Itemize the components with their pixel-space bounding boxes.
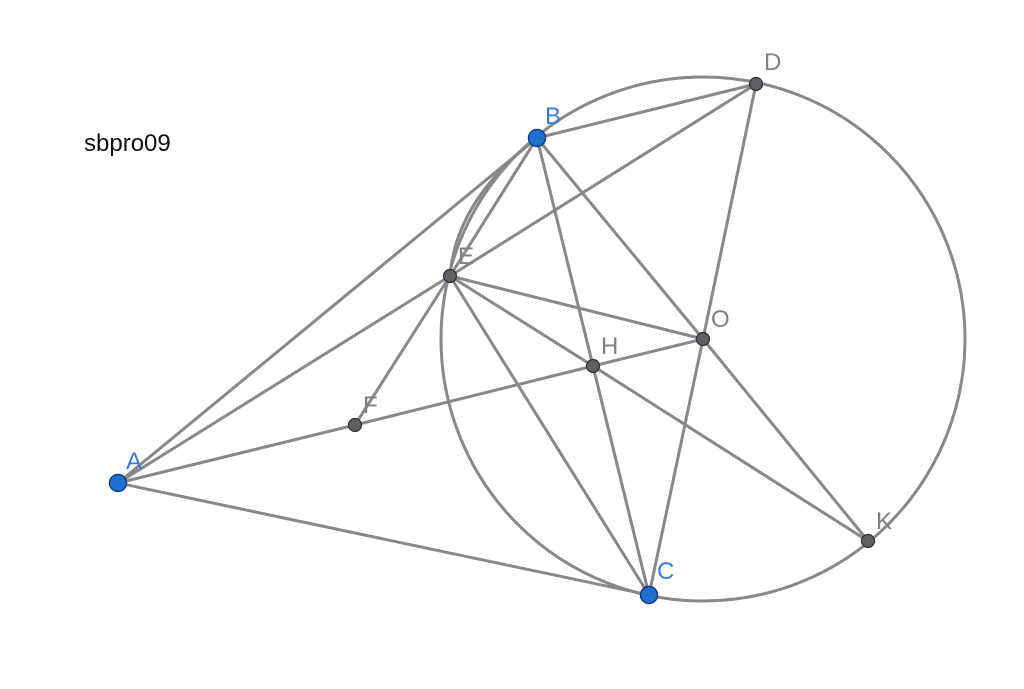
point-B[interactable]: [527, 128, 547, 148]
segment-DO[interactable]: [701, 82, 758, 341]
segment-EH[interactable]: [448, 274, 595, 368]
label-F: F: [363, 392, 378, 419]
point-D[interactable]: [748, 76, 764, 92]
label-C: C: [657, 558, 674, 585]
point-H[interactable]: [585, 358, 601, 374]
segment-EO[interactable]: [448, 274, 705, 341]
segment-HK[interactable]: [591, 364, 870, 543]
segment-AE[interactable]: [116, 274, 452, 485]
segment-OC[interactable]: [647, 337, 705, 597]
point-O[interactable]: [695, 331, 711, 347]
label-A: A: [126, 448, 142, 475]
label-D: D: [764, 49, 781, 76]
label-E: E: [458, 243, 474, 270]
figure-caption: sbpro09: [84, 130, 171, 157]
label-O: O: [711, 306, 730, 333]
label-K: K: [876, 508, 892, 535]
segment-DE[interactable]: [448, 82, 758, 278]
segment-FH[interactable]: [353, 364, 595, 427]
segment-BD[interactable]: [535, 82, 758, 140]
segment-HO[interactable]: [591, 337, 705, 368]
label-H: H: [601, 333, 618, 360]
segment-HC[interactable]: [591, 364, 651, 597]
circle-main[interactable]: [439, 75, 967, 603]
segment-EC[interactable]: [448, 274, 651, 597]
point-K[interactable]: [860, 533, 876, 549]
segment-EF[interactable]: [353, 274, 452, 427]
segment-AB[interactable]: [116, 136, 539, 485]
segment-AC[interactable]: [116, 481, 651, 597]
point-F[interactable]: [347, 417, 363, 433]
segment-OK[interactable]: [701, 337, 870, 543]
point-E[interactable]: [442, 268, 458, 284]
segment-BE[interactable]: [448, 136, 539, 278]
segment-BO[interactable]: [535, 136, 705, 341]
label-B: B: [545, 103, 561, 130]
point-C[interactable]: [639, 585, 659, 605]
point-A[interactable]: [108, 473, 128, 493]
segment-BH[interactable]: [535, 136, 595, 368]
segment-AF[interactable]: [116, 423, 357, 485]
